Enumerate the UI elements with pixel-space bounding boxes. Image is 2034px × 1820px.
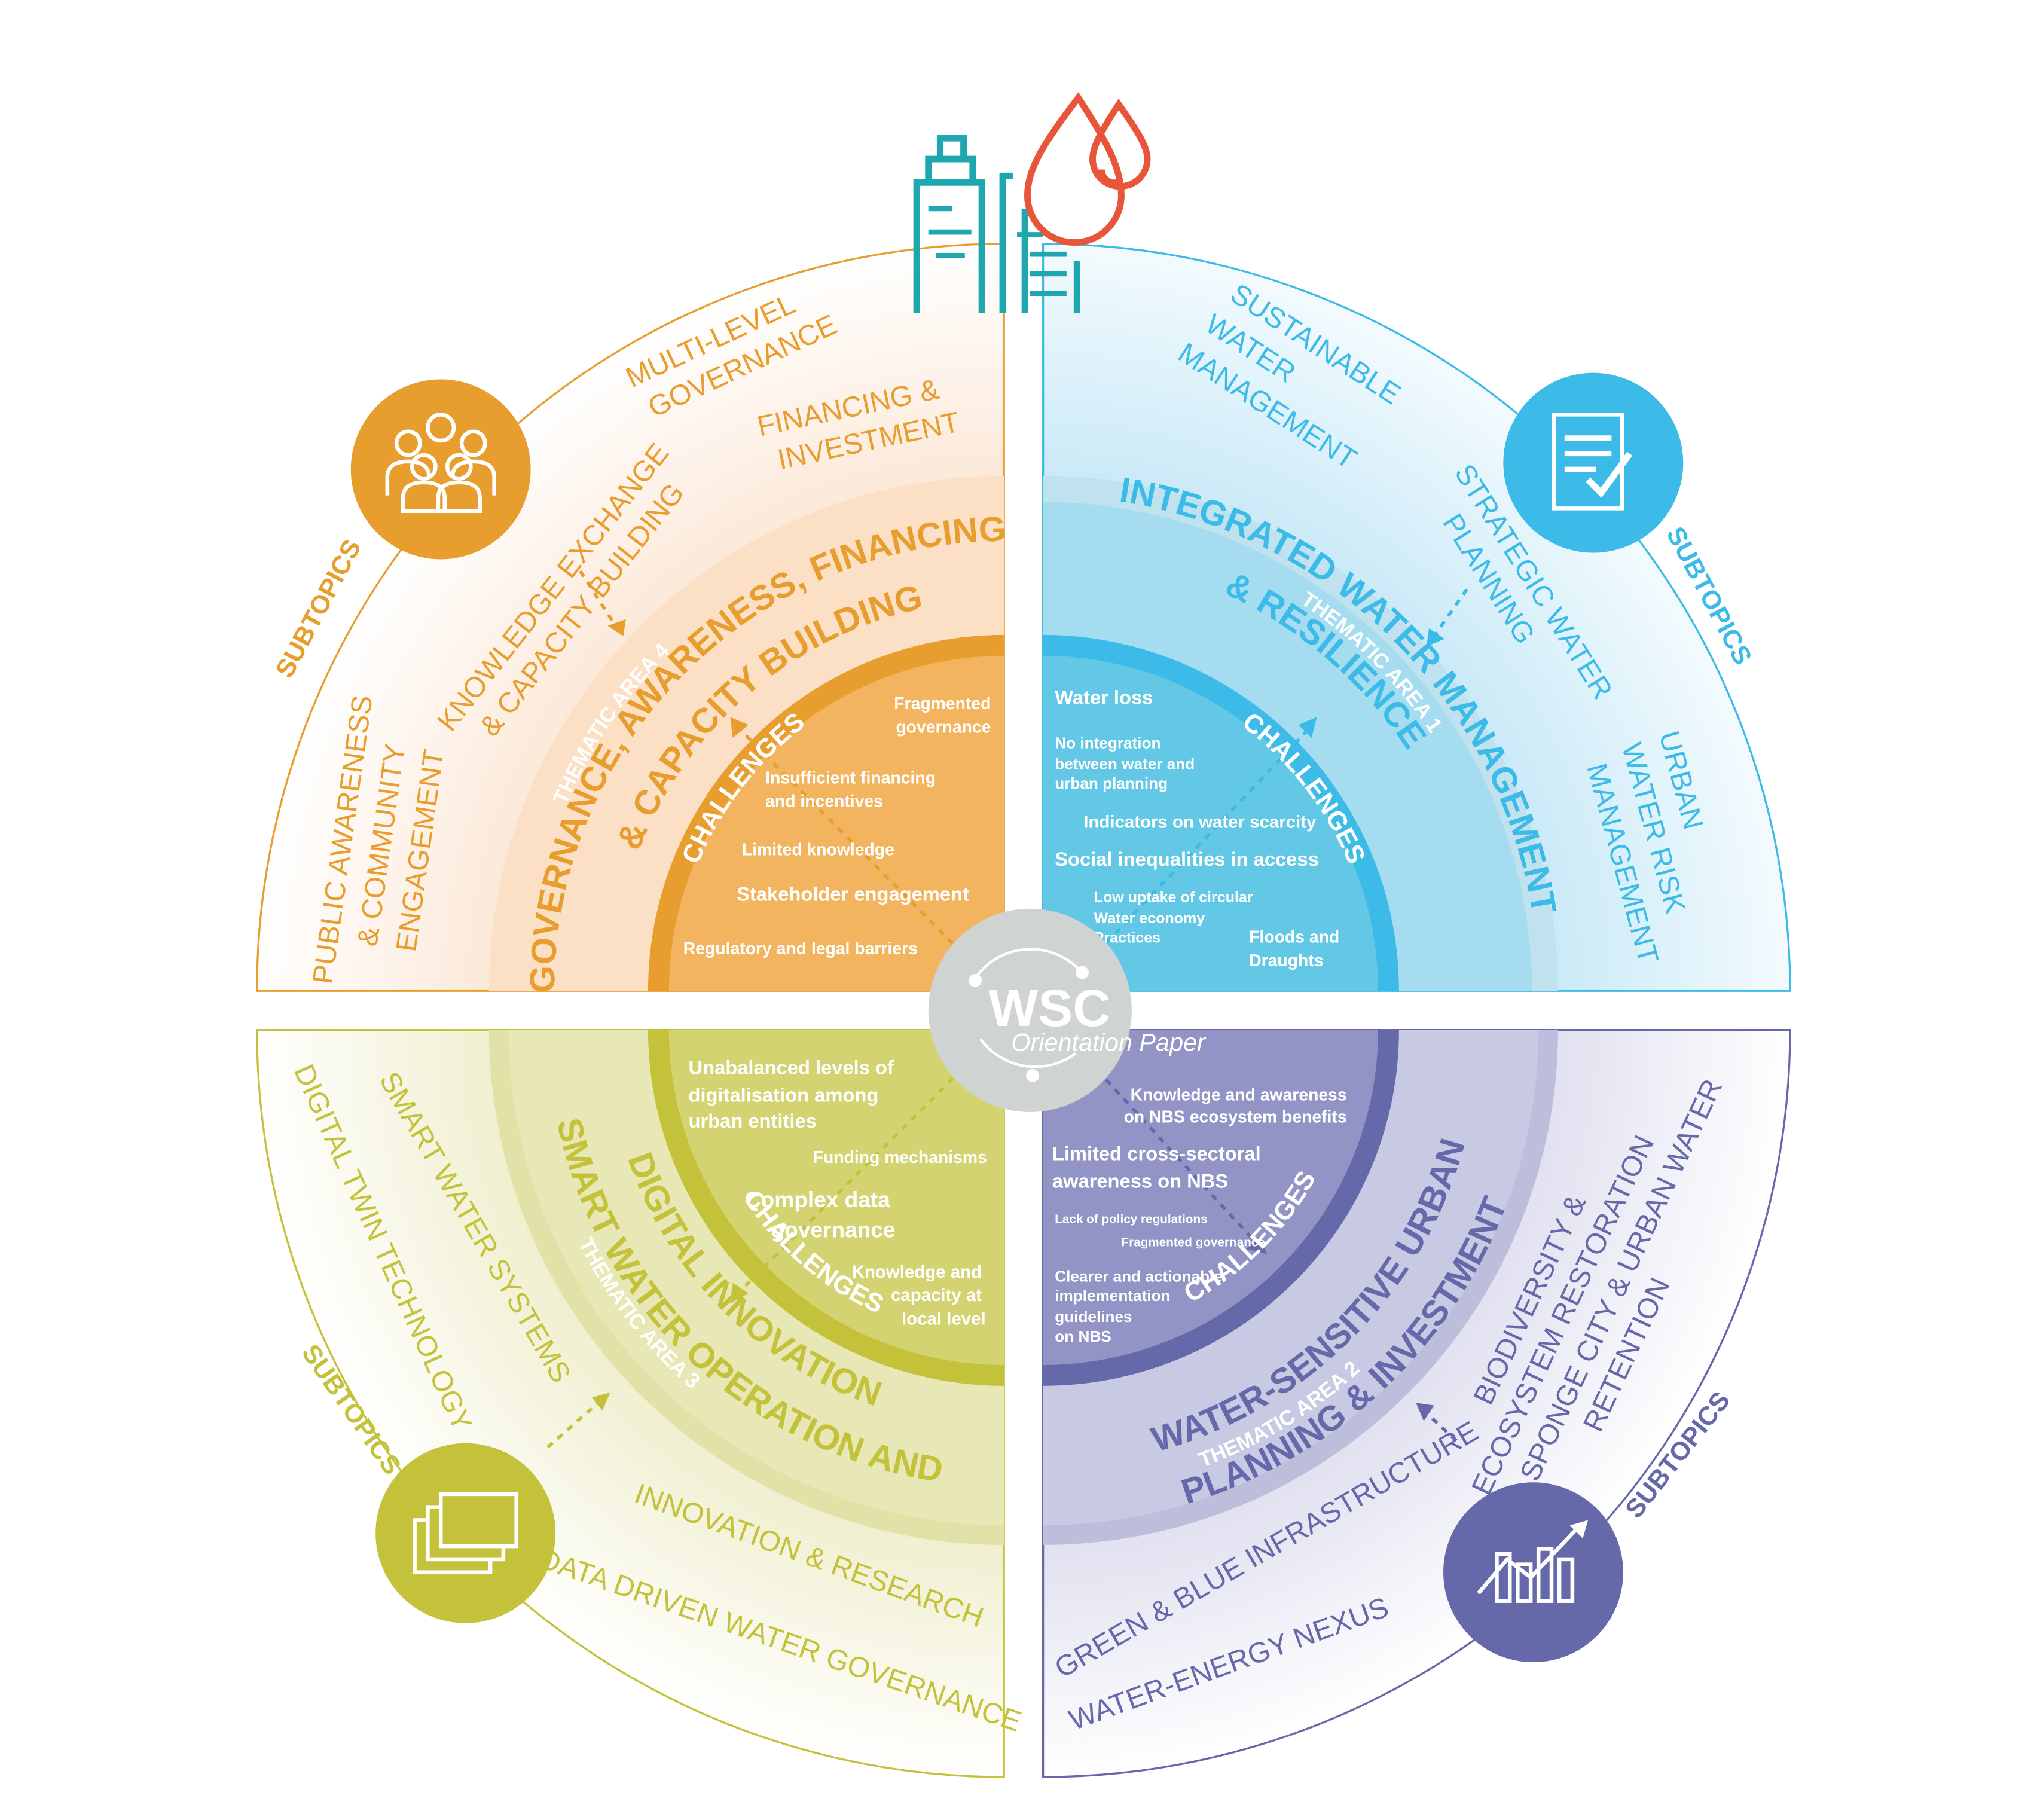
logo-dot — [1026, 1069, 1040, 1082]
challenge-item: Social inequalities in access — [1055, 848, 1318, 870]
challenge-item: Limited cross-sectoral — [1052, 1143, 1261, 1165]
connector-line — [737, 726, 982, 973]
arrowheads — [592, 619, 1445, 1421]
challenge-item: Indicators on water scarcity — [1083, 813, 1317, 832]
challenge-item: governance — [771, 1217, 896, 1242]
connector-line — [1433, 588, 1468, 637]
challenge-item: Low uptake of circular — [1094, 889, 1253, 906]
challenge-item: Limited knowledge — [742, 840, 894, 859]
challenge-item: Funding mechanisms — [813, 1148, 987, 1167]
challenges-disc — [668, 1030, 1004, 1365]
connector-line — [579, 570, 617, 627]
area-4-challenges: Fragmented governance Insufficient finan… — [683, 694, 991, 958]
area-2-challenges: Knowledge and awareness on NBS ecosystem… — [1052, 1085, 1347, 1345]
arrow-icon — [1246, 1236, 1268, 1254]
challenge-item: Lack of policy regulations — [1055, 1212, 1207, 1226]
connector-line — [737, 1049, 982, 1294]
area-1-challenges: Water loss No integration between water … — [1055, 686, 1339, 970]
challenge-item: on NBS ecosystem benefits — [1124, 1107, 1347, 1126]
challenge-item: Knowledge and — [852, 1262, 982, 1282]
water-drops-icon — [1024, 92, 1151, 246]
challenge-item: Draughts — [1249, 951, 1323, 970]
document-check-icon — [1503, 372, 1684, 553]
challenge-item: Clearer and actionable — [1055, 1267, 1223, 1285]
challenge-item: governance — [896, 717, 991, 737]
challenge-item: urban planning — [1055, 774, 1168, 792]
quadrant-thematic-area-4 — [256, 243, 1005, 992]
challenge-item: local level — [902, 1309, 986, 1329]
area-3-challenges: Unabalanced levels of digitalisation amo… — [689, 1056, 987, 1329]
logo-arc — [970, 948, 1081, 985]
challenge-item: digitalisation among — [689, 1084, 879, 1106]
challenge-item: Fragmented governance — [1121, 1236, 1265, 1250]
wsc-logo: WSC Orientation Paper — [928, 908, 1207, 1112]
arrow-icon — [1426, 628, 1445, 647]
challenge-item: awareness on NBS — [1052, 1169, 1228, 1192]
people-group-icon — [350, 379, 531, 560]
arrow-icon — [592, 1392, 610, 1411]
challenge-item: capacity at — [891, 1285, 982, 1305]
challenge-item: between water and — [1055, 755, 1195, 773]
arrow-icon — [730, 717, 749, 738]
challenge-item: Knowledge and awareness — [1131, 1085, 1347, 1104]
quadrant-thematic-area-1 — [1042, 243, 1791, 992]
challenge-item: No integration — [1055, 734, 1160, 752]
challenge-item: guidelines — [1055, 1308, 1132, 1326]
challenge-item: Insufficient financing — [765, 768, 936, 787]
arrow-icon — [1416, 1403, 1434, 1421]
challenge-item: and incentives — [765, 792, 883, 811]
growth-chart-icon — [1443, 1482, 1623, 1663]
challenge-item: Stakeholder engagement — [737, 883, 969, 905]
arrow-icon — [730, 1282, 749, 1304]
stacked-screens-icon — [375, 1443, 556, 1623]
arrow-icon — [607, 619, 626, 637]
challenge-item: Complex data — [745, 1187, 890, 1212]
challenge-item: Regulatory and legal barriers — [683, 939, 918, 958]
connectors — [546, 570, 1468, 1449]
challenges-disc — [668, 655, 1004, 991]
challenge-item: Water loss — [1055, 686, 1153, 708]
challenge-item: Unabalanced levels of — [689, 1056, 894, 1079]
buildings-icon — [913, 135, 1080, 313]
connector-line — [546, 1400, 601, 1449]
challenge-item: Fragmented — [894, 694, 991, 713]
challenges-disc — [1043, 1030, 1379, 1365]
challenges-disc — [1043, 655, 1379, 991]
connector-line — [1078, 729, 1309, 973]
arrow-icon — [1298, 717, 1317, 738]
challenge-item: Water economy — [1094, 910, 1205, 927]
challenge-item: on NBS — [1055, 1327, 1111, 1345]
logo-dot — [969, 973, 982, 987]
challenge-item: Floods and — [1249, 928, 1339, 947]
connector-line — [1078, 1049, 1260, 1247]
logo-arc — [979, 1038, 1077, 1068]
challenge-item: urban entities — [689, 1110, 817, 1132]
logo-dot — [1076, 966, 1089, 979]
challenge-item: implementation — [1055, 1287, 1170, 1305]
logo-subtitle: Orientation Paper — [1011, 1028, 1207, 1056]
quadrant-thematic-area-3 — [256, 1028, 1005, 1778]
logo-text: WSC — [989, 979, 1110, 1037]
